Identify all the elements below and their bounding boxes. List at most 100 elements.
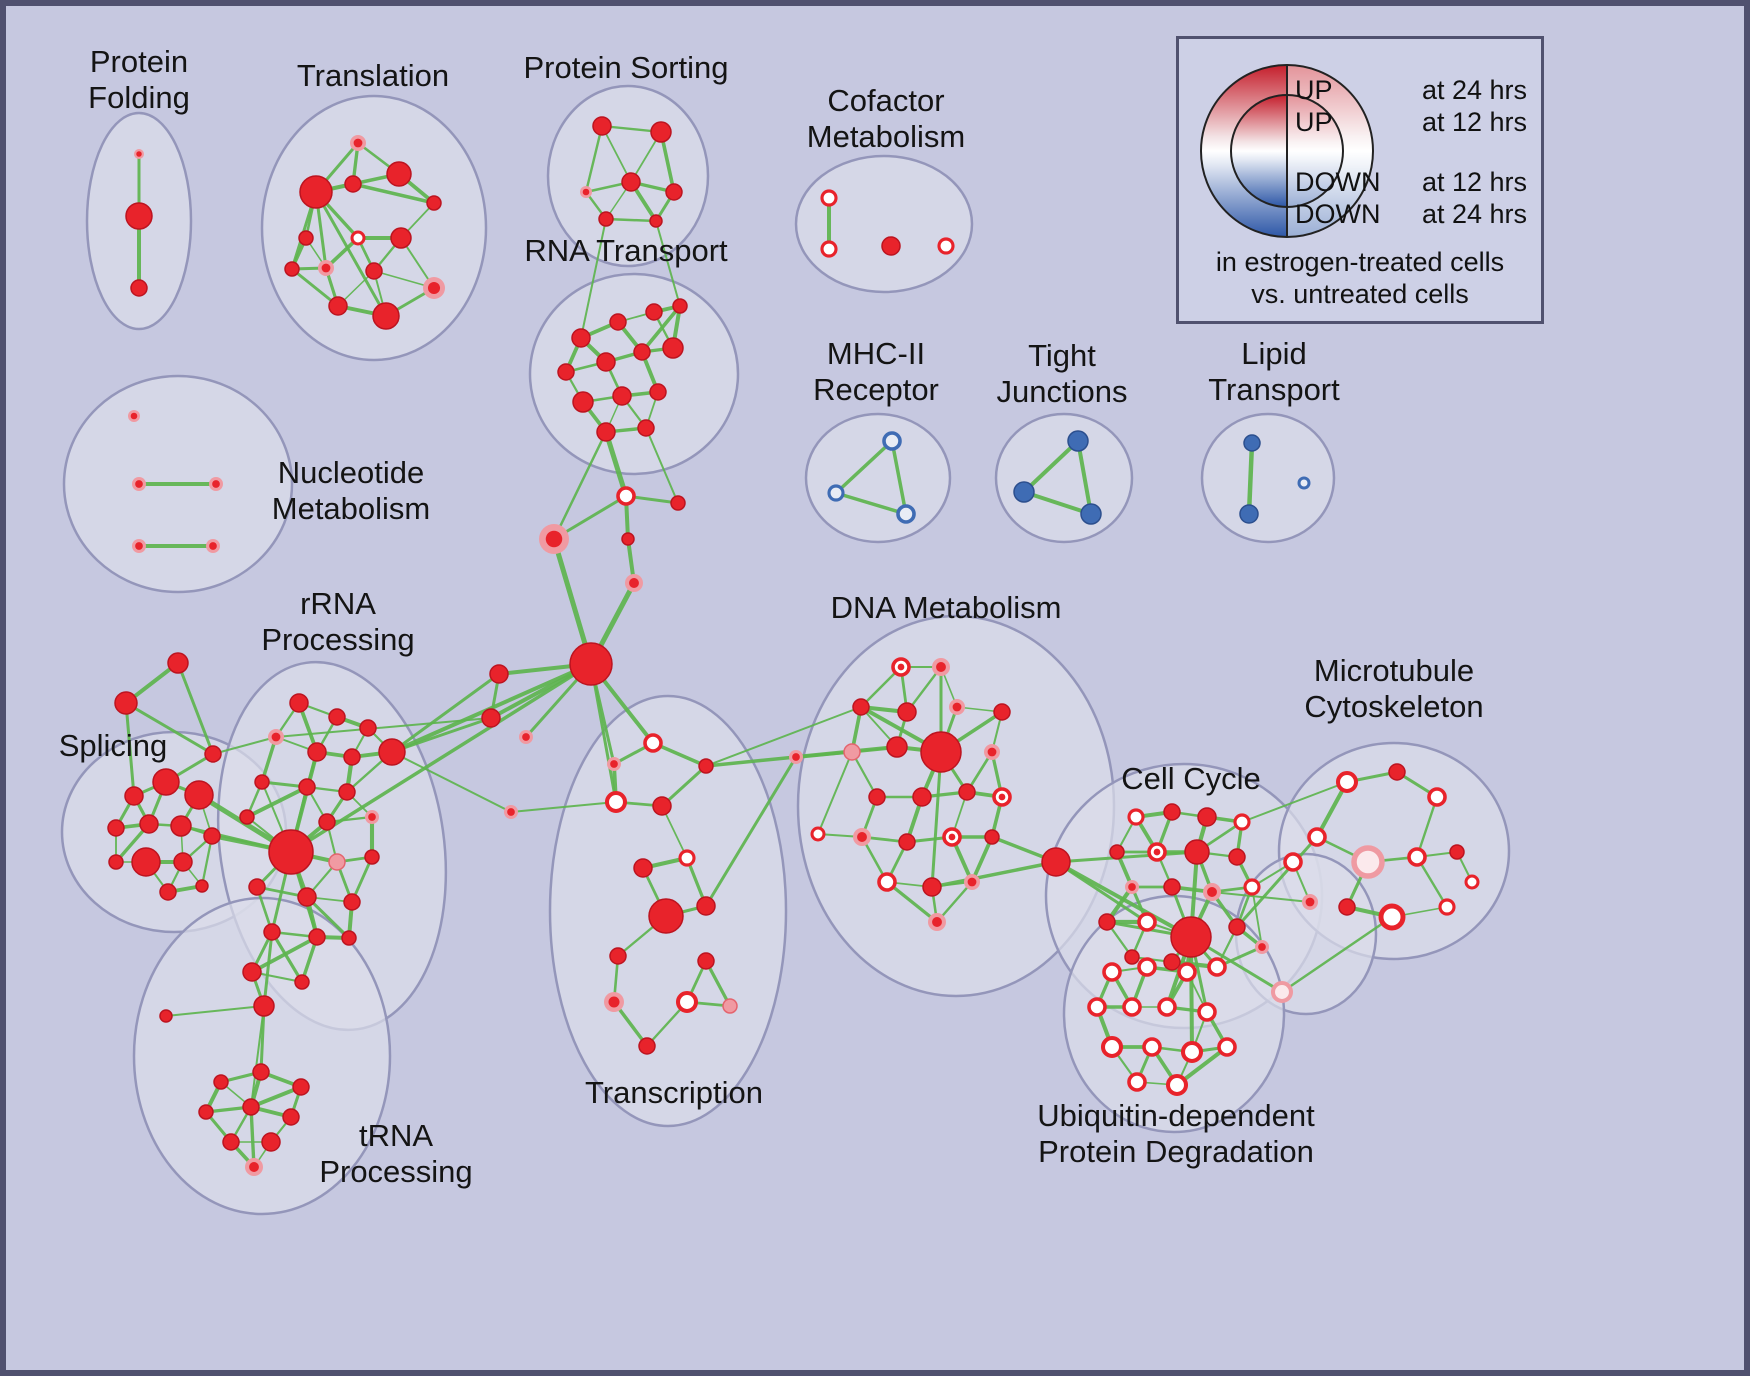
node-red — [662, 337, 684, 359]
node-red — [254, 774, 270, 790]
node-red — [489, 664, 509, 684]
node-red — [386, 161, 412, 187]
edge — [704, 755, 798, 768]
node-ring — [1102, 962, 1122, 982]
node-red — [299, 175, 333, 209]
node-ring — [1142, 1037, 1162, 1057]
node-red — [598, 211, 614, 227]
node-red — [318, 813, 336, 831]
node-blue-ring — [1297, 476, 1311, 490]
node-halo — [607, 757, 621, 771]
node-red — [696, 896, 716, 916]
cluster-label-protein-sorting: Protein Sorting — [523, 50, 728, 85]
node-red — [203, 827, 221, 845]
node-halo — [350, 135, 366, 151]
node-blue-ring — [896, 504, 916, 524]
node-ring — [877, 872, 897, 892]
node-ring — [604, 790, 628, 814]
node-ring — [1122, 997, 1142, 1017]
node-halo — [539, 524, 569, 554]
node-ring — [1137, 957, 1157, 977]
edge — [1235, 835, 1319, 929]
node-pink — [843, 743, 861, 761]
edge — [124, 701, 215, 756]
node-red — [1163, 953, 1181, 971]
node-red — [1184, 839, 1210, 865]
node-ring — [1464, 874, 1480, 890]
node-red — [665, 183, 683, 201]
edge — [510, 801, 617, 813]
edge — [794, 750, 854, 759]
edge — [244, 784, 310, 820]
node-red — [184, 780, 214, 810]
node-halo — [964, 874, 980, 890]
node-red — [638, 1037, 656, 1055]
edge — [705, 706, 862, 767]
node-ring — [678, 849, 696, 867]
legend-caption-line2: vs. untreated cells — [1251, 279, 1469, 309]
node-halo — [580, 186, 592, 198]
node-red — [124, 786, 144, 806]
node-dot — [942, 827, 962, 847]
node-red — [670, 495, 686, 511]
node-blue-ring — [882, 431, 902, 451]
node-blue — [1239, 504, 1259, 524]
edge — [390, 672, 501, 754]
node-red — [298, 778, 316, 796]
cluster-label-splicing: Splicing — [59, 728, 168, 763]
node-red — [557, 363, 575, 381]
node-red — [261, 1132, 281, 1152]
node-ring — [1233, 813, 1251, 831]
node-red — [242, 962, 262, 982]
node-red — [195, 879, 209, 893]
node-red — [881, 236, 901, 256]
node-red — [284, 261, 300, 277]
node-red — [1109, 844, 1125, 860]
node-red — [1163, 878, 1181, 896]
node-red — [359, 719, 377, 737]
node-red — [1170, 916, 1212, 958]
node-red — [649, 214, 663, 228]
node-red — [292, 1078, 310, 1096]
edge — [890, 439, 908, 516]
node-red — [159, 883, 177, 901]
node-red — [167, 652, 189, 674]
node-ring — [1207, 957, 1227, 977]
node-red — [481, 708, 501, 728]
edge — [704, 755, 798, 908]
node-red — [697, 952, 715, 970]
node-red — [130, 279, 148, 297]
node-red — [107, 819, 125, 837]
node-red — [898, 833, 916, 851]
node-pink — [722, 998, 738, 1014]
edge — [1241, 781, 1348, 823]
edge — [1246, 440, 1255, 517]
node-halo — [1255, 940, 1269, 954]
node-ring — [820, 189, 838, 207]
node-red — [1098, 913, 1116, 931]
node-halo — [853, 828, 871, 846]
node-red — [252, 1063, 270, 1081]
node-red — [426, 195, 442, 211]
legend: UP at 24 hrs UP at 12 hrs DOWN at 12 hrs… — [1176, 36, 1544, 324]
node-red — [852, 698, 870, 716]
node-red — [1388, 763, 1406, 781]
edge — [640, 304, 682, 354]
edge — [314, 190, 388, 318]
edge — [249, 1105, 256, 1169]
edge — [270, 930, 304, 984]
node-halo — [789, 750, 803, 764]
node-ring — [1283, 852, 1303, 872]
node-red — [672, 298, 688, 314]
node-red — [213, 1074, 229, 1090]
node-pink — [328, 853, 346, 871]
node-red — [364, 849, 380, 865]
node-dot — [992, 787, 1012, 807]
node-red — [198, 1104, 214, 1120]
node-red — [1041, 847, 1071, 877]
